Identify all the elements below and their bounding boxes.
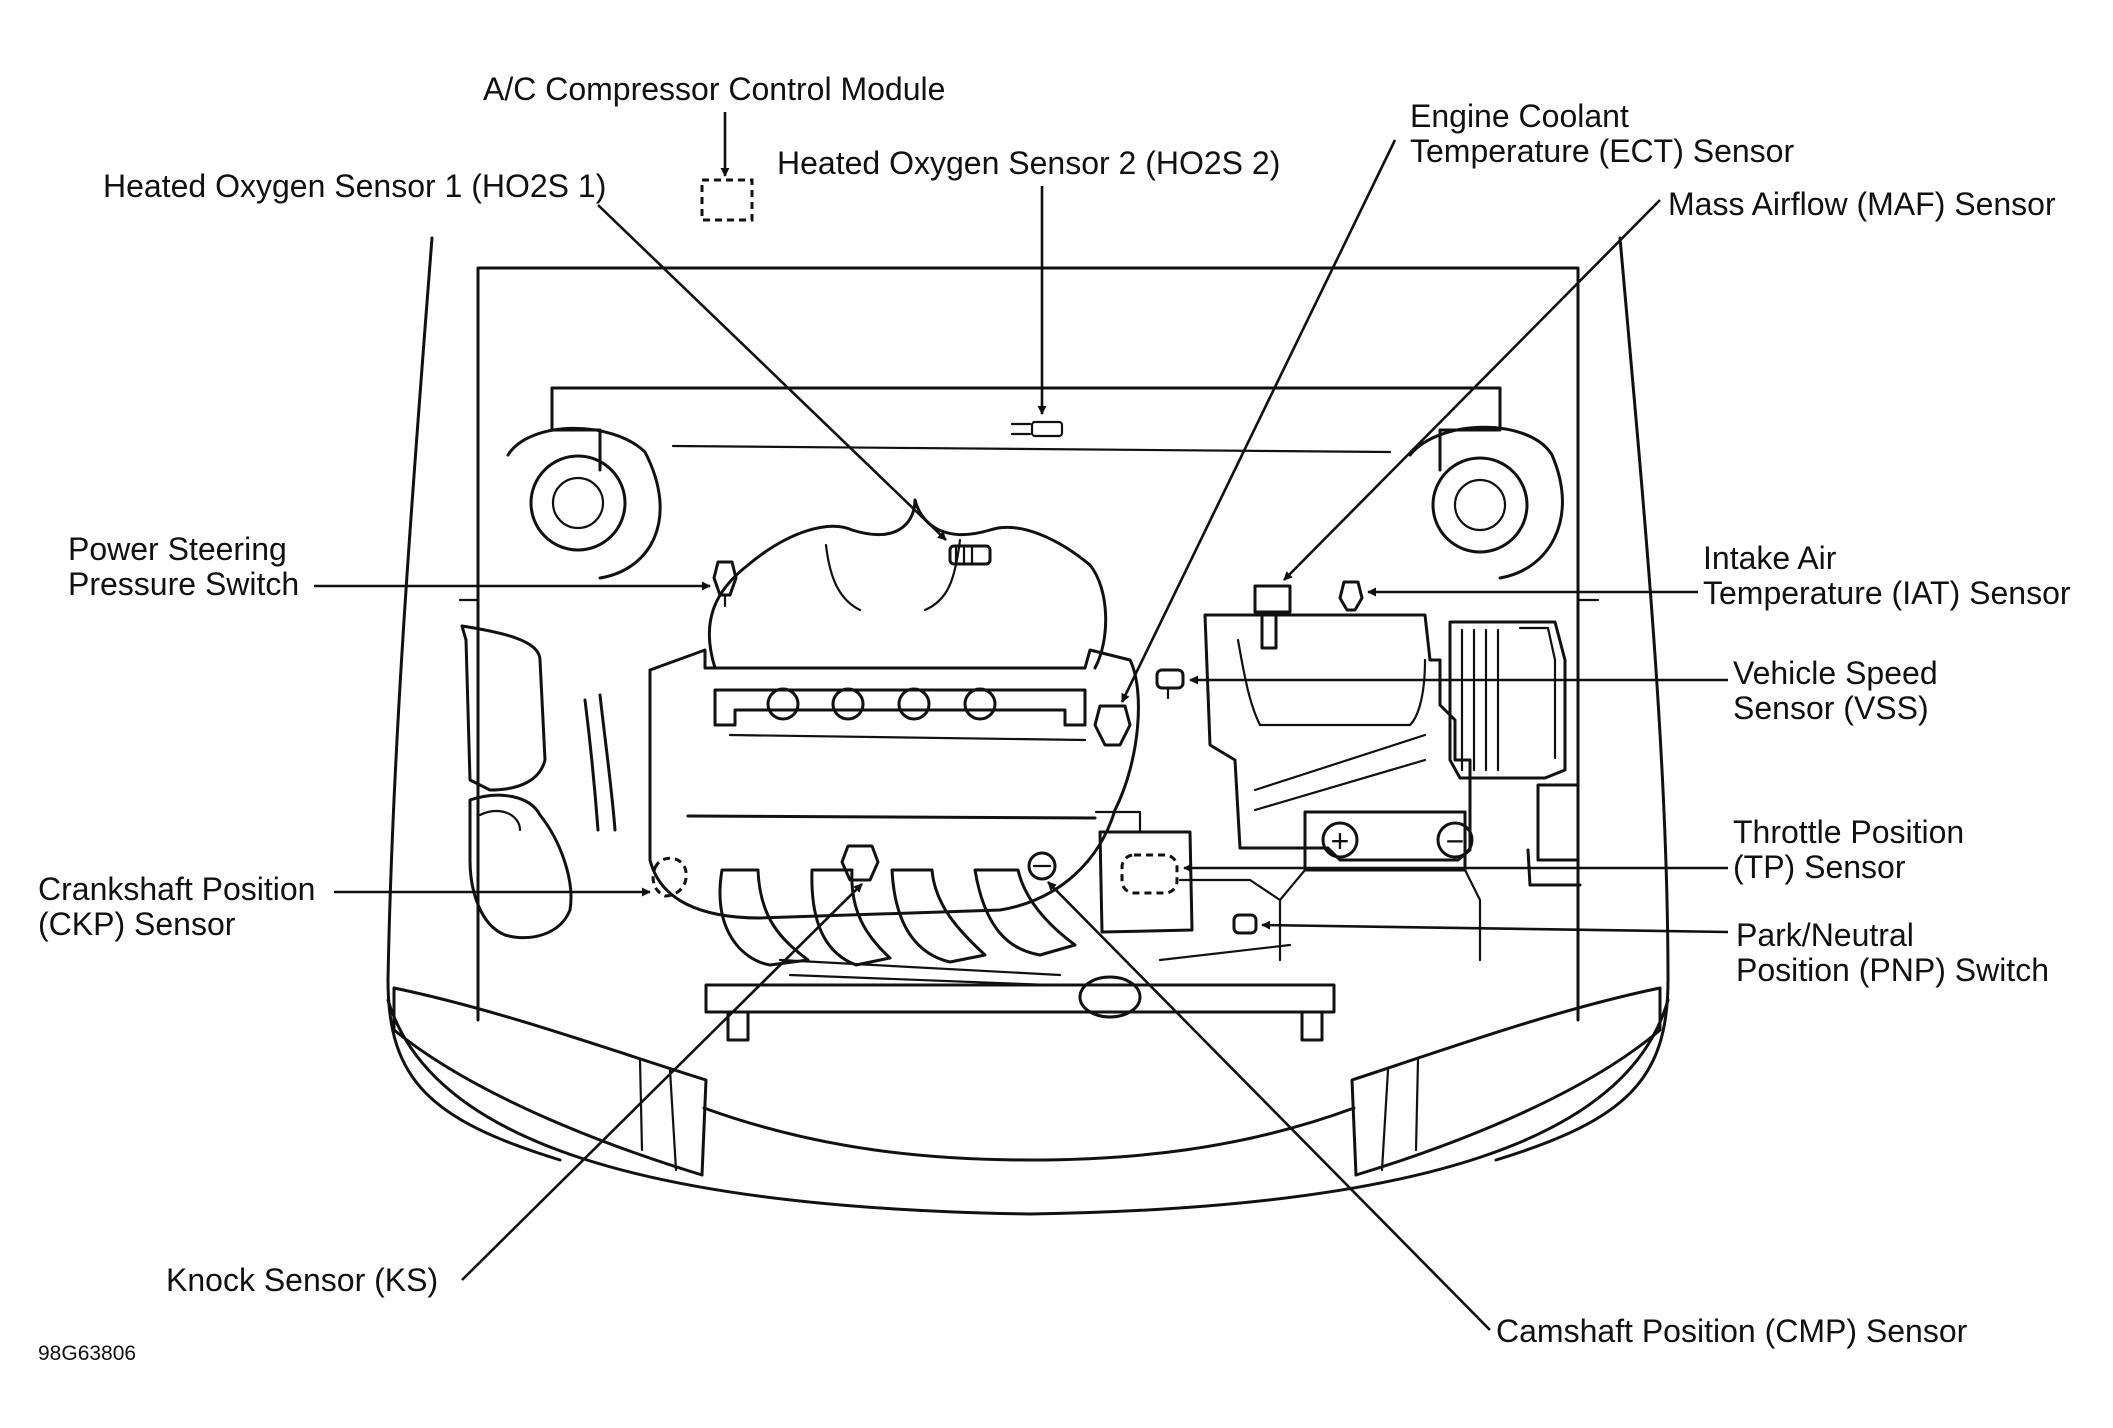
label-tp-sensor-line1: Throttle Position <box>1733 814 1964 850</box>
label-knock-sensor: Knock Sensor (KS) <box>166 1262 438 1298</box>
ho2s2-sensor-icon <box>1010 420 1064 438</box>
ho2s1-sensor-icon <box>948 544 992 566</box>
battery-positive-terminal: + <box>1331 823 1350 859</box>
ect-sensor-icon <box>1253 584 1292 650</box>
label-ckp-sensor-line2: (CKP) Sensor <box>38 906 236 942</box>
label-vss-line1: Vehicle Speed <box>1733 655 1938 691</box>
label-cmp-sensor: Camshaft Position (CMP) Sensor <box>1496 1313 1968 1349</box>
tp-sensor-icon <box>1120 853 1179 895</box>
under-plenum-sensor-icon <box>1093 704 1132 747</box>
label-ect-sensor-line1: Engine Coolant <box>1410 98 1629 134</box>
power-steering-pressure-switch-icon <box>712 560 738 608</box>
vehicle-body-outline <box>386 236 1670 1216</box>
label-heated-oxygen-sensor-2: Heated Oxygen Sensor 2 (HO2S 2) <box>777 145 1280 181</box>
iat-sensor-icon <box>1338 580 1364 612</box>
ckp-sensor-icon <box>651 856 688 898</box>
label-iat-sensor-line2: Temperature (IAT) Sensor <box>1703 575 2071 611</box>
figure-code: 98G63806 <box>38 1342 136 1365</box>
label-ckp-sensor-line1: Crankshaft Position <box>38 871 315 907</box>
label-heated-oxygen-sensor-1: Heated Oxygen Sensor 1 (HO2S 1) <box>103 168 606 204</box>
label-power-steering-switch-line2: Pressure Switch <box>68 566 299 602</box>
ac-compressor-control-module-marker <box>700 178 754 222</box>
engine-assembly: + − <box>460 498 1582 987</box>
label-vss-line2: Sensor (VSS) <box>1733 690 1929 726</box>
cmp-sensor-icon <box>1027 851 1057 881</box>
label-power-steering-switch-line1: Power Steering <box>68 531 287 567</box>
label-ac-compressor-control-module: A/C Compressor Control Module <box>483 71 945 107</box>
pnp-switch-icon <box>1232 913 1258 935</box>
label-maf-sensor: Mass Airflow (MAF) Sensor <box>1668 186 2056 222</box>
label-pnp-switch-line2: Position (PNP) Switch <box>1736 952 2049 988</box>
label-tp-sensor-line2: (TP) Sensor <box>1733 849 1906 885</box>
vss-sensor-icon <box>1155 668 1185 700</box>
battery-negative-terminal: − <box>1446 823 1465 859</box>
label-iat-sensor-line1: Intake Air <box>1703 540 1837 576</box>
label-pnp-switch-line1: Park/Neutral <box>1736 917 1914 953</box>
knock-sensor-icon <box>840 844 880 882</box>
label-ect-sensor-line2: Temperature (ECT) Sensor <box>1410 133 1794 169</box>
